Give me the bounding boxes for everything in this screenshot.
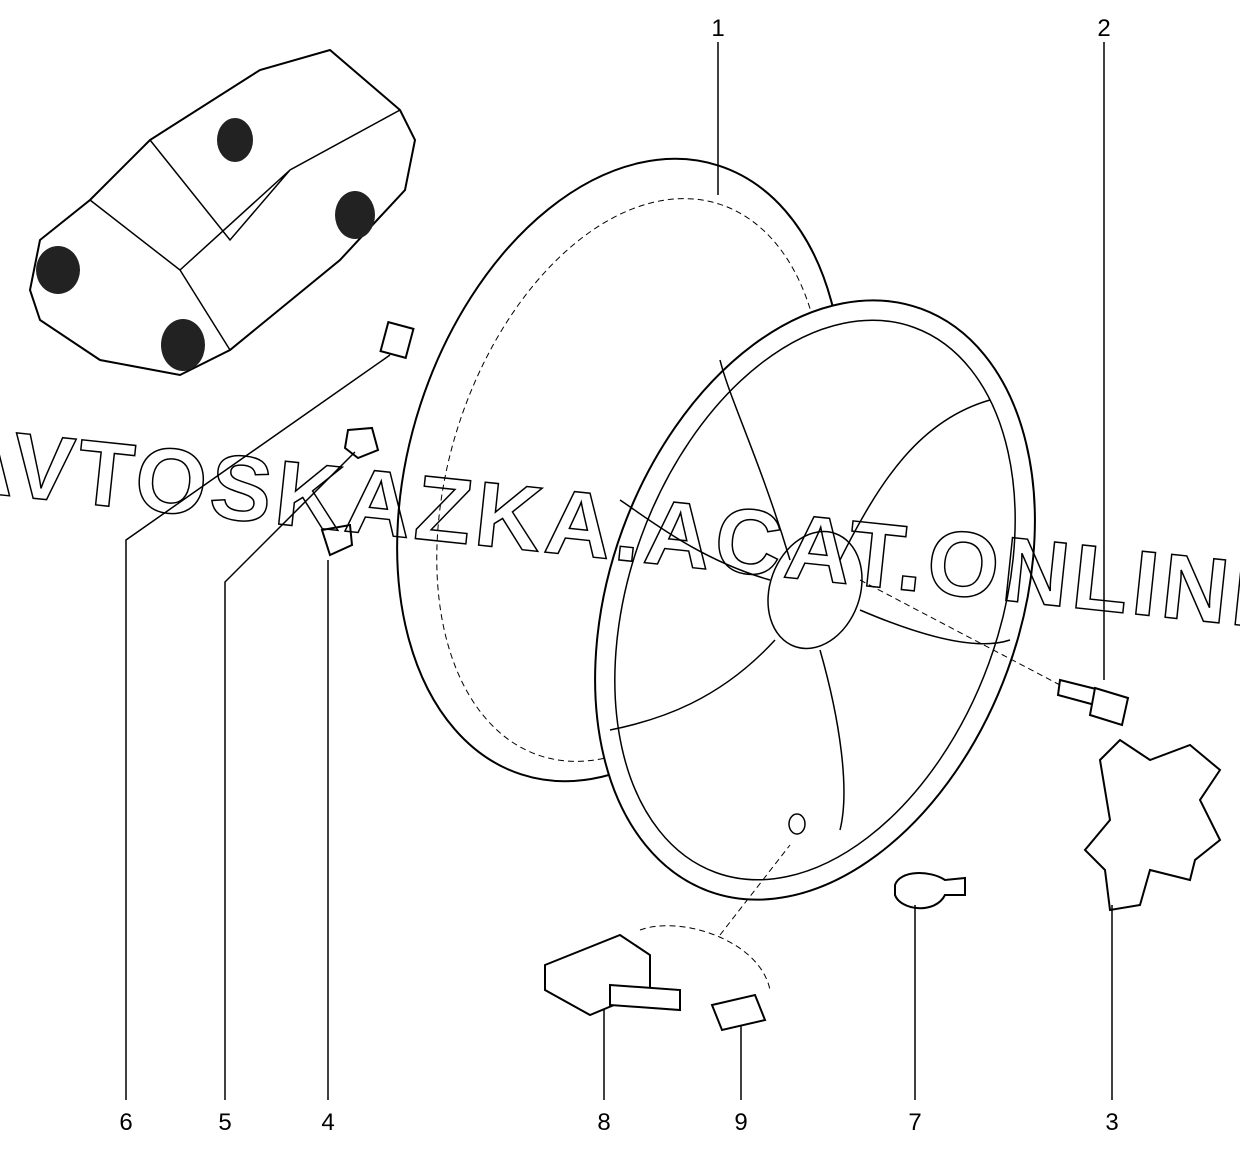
callout-7: 7 [908,1109,921,1136]
sensor-shape [544,933,767,1032]
bolt-shape [1056,678,1130,727]
wheel-highlight [161,319,205,371]
wheel-rim-illustration [396,157,1036,901]
callout-6: 6 [119,1109,132,1136]
callout-8: 8 [597,1109,610,1136]
assembly-arrow [719,844,791,936]
wheel-highlight [36,246,80,294]
center-cap-shape [1083,738,1222,912]
wheel-highlight [217,118,253,162]
balance-weight-shape [343,426,380,460]
valve-cap-shape [894,872,966,910]
callout-4: 4 [321,1109,334,1136]
callout-3: 3 [1105,1109,1118,1136]
clip-shape [320,523,354,557]
leader-lines [125,42,1113,1100]
wheel-highlight [335,191,375,239]
callout-9: 9 [734,1109,747,1136]
bolt-assembly-line [859,579,1061,686]
callout-1: 1 [711,15,724,42]
callout-2: 2 [1097,15,1110,42]
car-overview-illustration [28,48,417,377]
assembly-path [639,925,771,991]
callout-5: 5 [218,1109,231,1136]
adhesive-weight-shape [379,320,415,360]
